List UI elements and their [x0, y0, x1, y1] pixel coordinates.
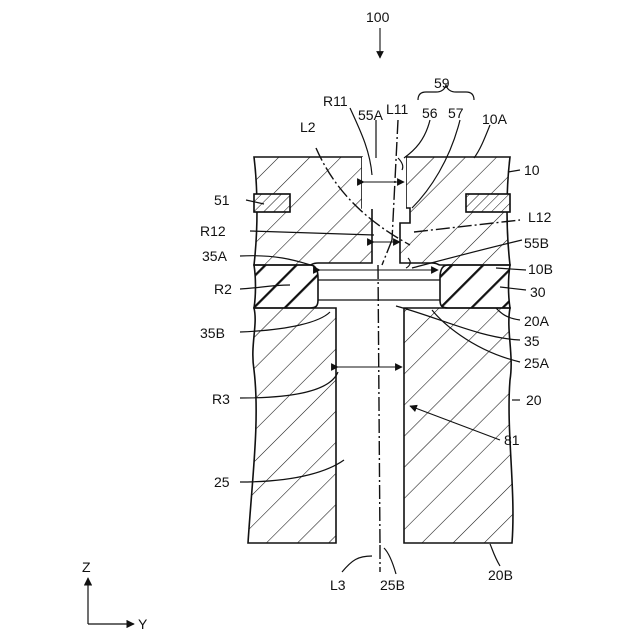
label-axis-z: Z — [82, 559, 91, 575]
center-line-l3 — [378, 265, 380, 545]
label-10b: 10B — [528, 261, 553, 277]
axis-indicator — [88, 578, 134, 624]
label-55b: 55B — [524, 235, 549, 251]
label-20b: 20B — [488, 567, 513, 583]
label-25a: 25A — [524, 355, 550, 371]
layer-30-right — [440, 265, 510, 308]
label-r2: R2 — [214, 281, 232, 297]
label-25b: 25B — [380, 577, 405, 593]
label-r3: R3 — [212, 391, 230, 407]
label-56: 56 — [422, 105, 438, 121]
label-57: 57 — [448, 105, 464, 121]
label-r12: R12 — [200, 223, 226, 239]
label-l12: L12 — [528, 209, 552, 225]
label-l3: L3 — [330, 577, 346, 593]
label-l2: L2 — [300, 119, 316, 135]
label-20a: 20A — [524, 313, 550, 329]
layer-30 — [254, 265, 510, 308]
label-35b: 35B — [200, 325, 225, 341]
label-10a: 10A — [482, 111, 508, 127]
label-81: 81 — [504, 432, 520, 448]
label-axis-y: Y — [138, 616, 148, 632]
label-30: 30 — [530, 284, 546, 300]
center-line-join — [382, 240, 392, 265]
label-51: 51 — [214, 192, 230, 208]
label-20: 20 — [526, 392, 542, 408]
label-25: 25 — [214, 474, 230, 490]
label-10: 10 — [524, 162, 540, 178]
lower-body-left — [248, 308, 336, 543]
label-55a: 55A — [358, 107, 384, 123]
label-assembly: 100 — [366, 9, 390, 25]
lower-body-right — [404, 308, 513, 543]
label-59: 59 — [434, 75, 450, 91]
label-r11: R11 — [323, 93, 348, 109]
label-35a: 35A — [202, 248, 228, 264]
label-35: 35 — [524, 333, 540, 349]
label-l11: L11 — [386, 101, 409, 117]
